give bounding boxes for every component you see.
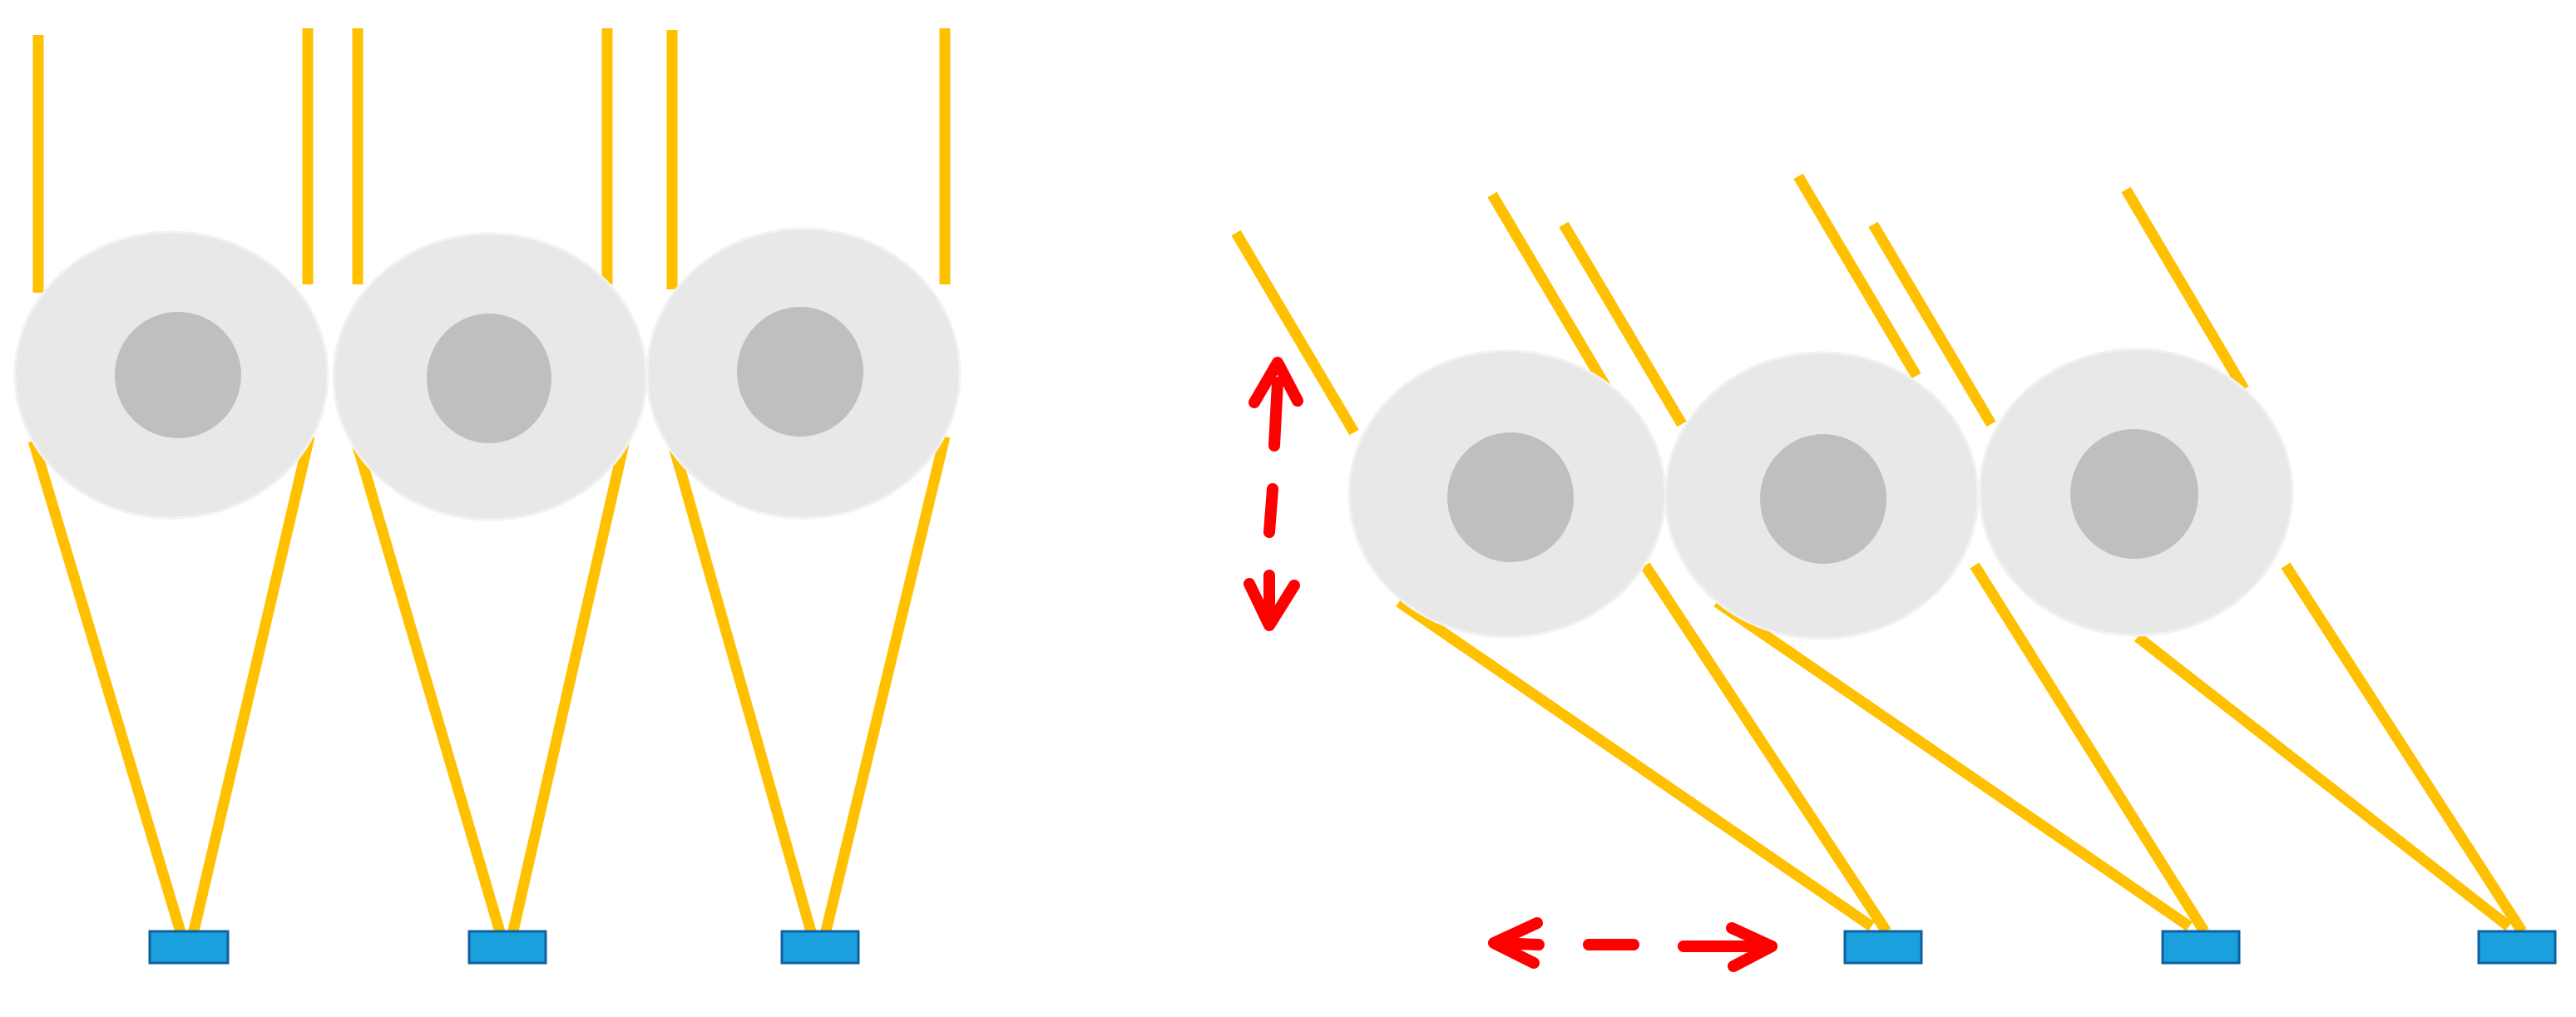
pulley	[1347, 349, 1667, 639]
right-pulleys	[1347, 348, 2294, 640]
strand	[2121, 186, 2249, 392]
pulley-hub	[427, 313, 551, 443]
left-anchors	[148, 930, 860, 965]
anchor-block	[780, 930, 860, 965]
anchor-block	[2477, 930, 2557, 965]
pulley	[13, 230, 329, 520]
left-top-strands	[32, 28, 951, 293]
pulley-hub	[1447, 432, 1574, 562]
strand	[2134, 632, 2512, 931]
strand	[819, 435, 951, 936]
anchor-block	[2161, 930, 2241, 965]
strand	[1640, 562, 1891, 935]
right-anchors	[1843, 930, 2557, 965]
arrow-head-up	[1248, 357, 1303, 408]
strand	[1559, 221, 1687, 427]
pulley	[645, 227, 962, 520]
right-top-strands	[1231, 173, 2249, 436]
strand	[1713, 597, 2193, 931]
right-panel	[1231, 173, 2557, 972]
pulley-hub	[115, 312, 241, 438]
strand	[27, 439, 187, 936]
strand	[1231, 230, 1359, 436]
pulley-hub	[1760, 434, 1886, 564]
right-bottom-strands	[1396, 562, 2527, 935]
anchor-block	[148, 930, 230, 965]
anchor-block	[467, 930, 547, 965]
pulley-hub	[737, 307, 863, 437]
strand	[1970, 562, 2209, 935]
strand	[350, 439, 507, 936]
strand	[1793, 173, 1921, 379]
strand	[2281, 562, 2527, 935]
strand	[1396, 597, 1875, 931]
horizontal-double-arrow-icon	[1488, 917, 1777, 972]
left-bottom-strands	[27, 435, 951, 936]
pulley	[1664, 351, 1980, 640]
arrow-head-down	[1244, 578, 1300, 631]
left-pulleys	[13, 227, 962, 521]
arrow-dash	[1268, 377, 1283, 452]
pulley	[1978, 348, 2294, 637]
strand	[1868, 221, 1996, 427]
strand	[507, 435, 631, 936]
left-panel	[13, 28, 962, 965]
strand	[1487, 191, 1615, 397]
vertical-double-arrow-icon	[1244, 357, 1303, 631]
pulley-hub	[2070, 429, 2198, 559]
pulley	[332, 232, 648, 521]
arrow-dash	[1491, 937, 1545, 950]
strand	[666, 439, 818, 936]
arrow-dash	[1263, 483, 1278, 538]
anchor-block	[1843, 930, 1923, 965]
arrow-head-right	[1726, 922, 1777, 972]
strand	[187, 435, 315, 936]
